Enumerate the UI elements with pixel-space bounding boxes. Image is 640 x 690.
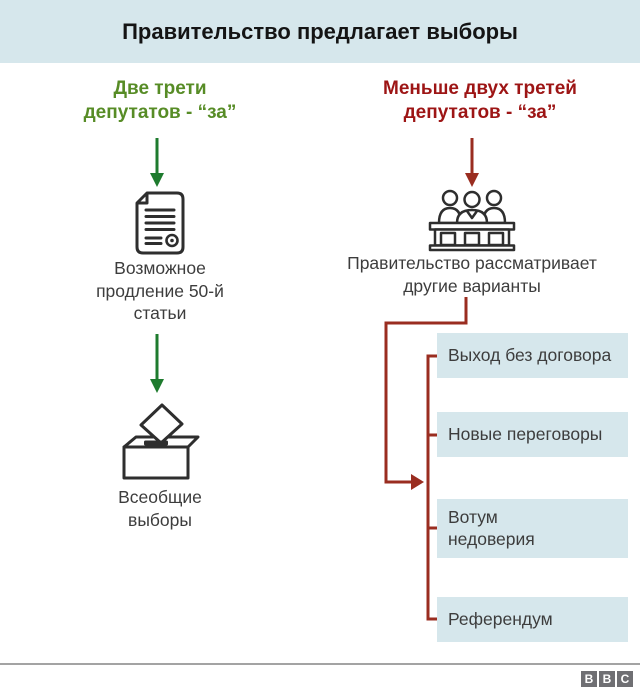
ballot-caption-line2: выборы — [128, 509, 192, 530]
option-new-negotiations-label: Новые переговоры — [448, 423, 603, 444]
document-caption-line1: Возможное — [114, 258, 206, 278]
ballot-caption: Всеобщие выборы — [35, 486, 285, 531]
government-caption-line1: Правительство рассматривает — [347, 253, 597, 273]
ballot-caption-line1: Всеобщие — [118, 487, 202, 507]
government-caption: Правительство рассматривает другие вариа… — [322, 252, 622, 297]
option-referendum: Референдум — [437, 597, 628, 642]
option-referendum-label: Референдум — [448, 608, 553, 629]
document-caption-line3: статьи — [133, 303, 187, 323]
page-title: Правительство предлагает выборы — [122, 18, 518, 44]
right-branch-heading-line2: депутатов - “за” — [403, 102, 557, 123]
left-branch-heading-line2: депутатов - “за” — [83, 102, 237, 123]
bbc-logo-block-1: B — [581, 671, 597, 687]
government-panel-icon — [428, 188, 516, 257]
down-arrow-green-bottom-icon — [150, 334, 164, 393]
down-arrow-red-top-icon — [465, 138, 479, 187]
bbc-logo: B B C — [581, 671, 633, 687]
option-no-deal-exit: Выход без договора — [437, 333, 628, 378]
footer-divider — [0, 663, 640, 665]
bbc-logo-block-2: B — [599, 671, 615, 687]
government-caption-line2: другие варианты — [403, 275, 541, 296]
option-no-confidence-vote-label2: недоверия — [448, 528, 535, 549]
document-icon — [130, 190, 190, 261]
header-bar: Правительство предлагает выборы — [0, 0, 640, 63]
right-branch-heading-line1: Меньше двух третей — [383, 78, 577, 99]
ballot-box-icon — [120, 400, 200, 485]
flow-connector-lines — [384, 297, 468, 621]
down-arrow-green-top-icon — [150, 138, 164, 187]
bbc-logo-block-3: C — [617, 671, 633, 687]
right-branch-heading: Меньше двух третей депутатов - “за” — [320, 77, 640, 125]
option-no-confidence-vote: Вотум недоверия — [437, 499, 628, 558]
left-branch-heading-line1: Две трети — [113, 78, 207, 99]
document-caption-line2: продление 50-й — [96, 280, 224, 301]
option-no-deal-exit-label: Выход без договора — [448, 344, 612, 365]
left-branch-heading: Две трети депутатов - “за” — [0, 77, 320, 125]
option-new-negotiations: Новые переговоры — [437, 412, 628, 457]
option-no-confidence-vote-label: Вотум — [448, 507, 498, 527]
document-caption: Возможное продление 50-й статьи — [35, 257, 285, 325]
